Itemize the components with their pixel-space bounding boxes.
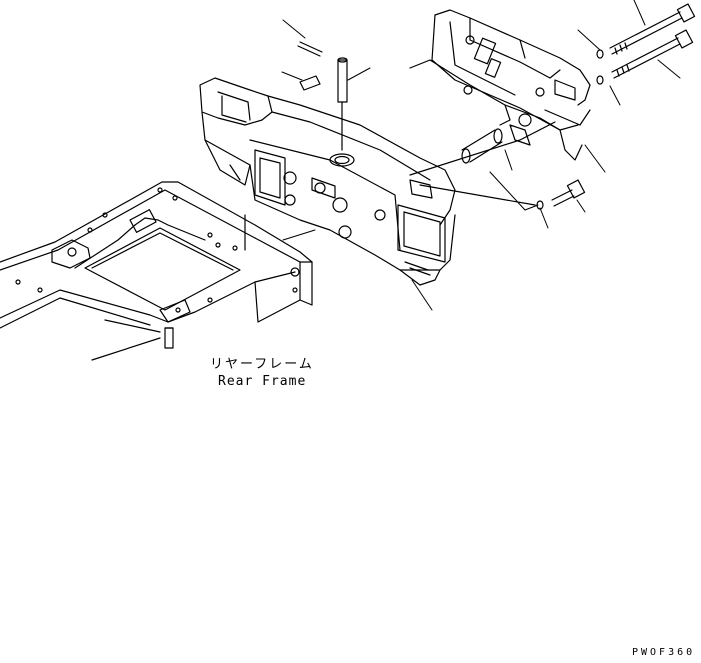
frame-label-jp: リヤーフレーム bbox=[210, 357, 314, 372]
frame-label-en: Rear Frame bbox=[218, 374, 306, 389]
drawing-code: PWOF360 bbox=[632, 647, 695, 658]
leader-lines bbox=[281, 0, 681, 311]
counterweight bbox=[199, 77, 456, 286]
rear-frame bbox=[0, 181, 313, 361]
fasteners bbox=[297, 3, 696, 210]
upper-weight bbox=[409, 9, 591, 161]
